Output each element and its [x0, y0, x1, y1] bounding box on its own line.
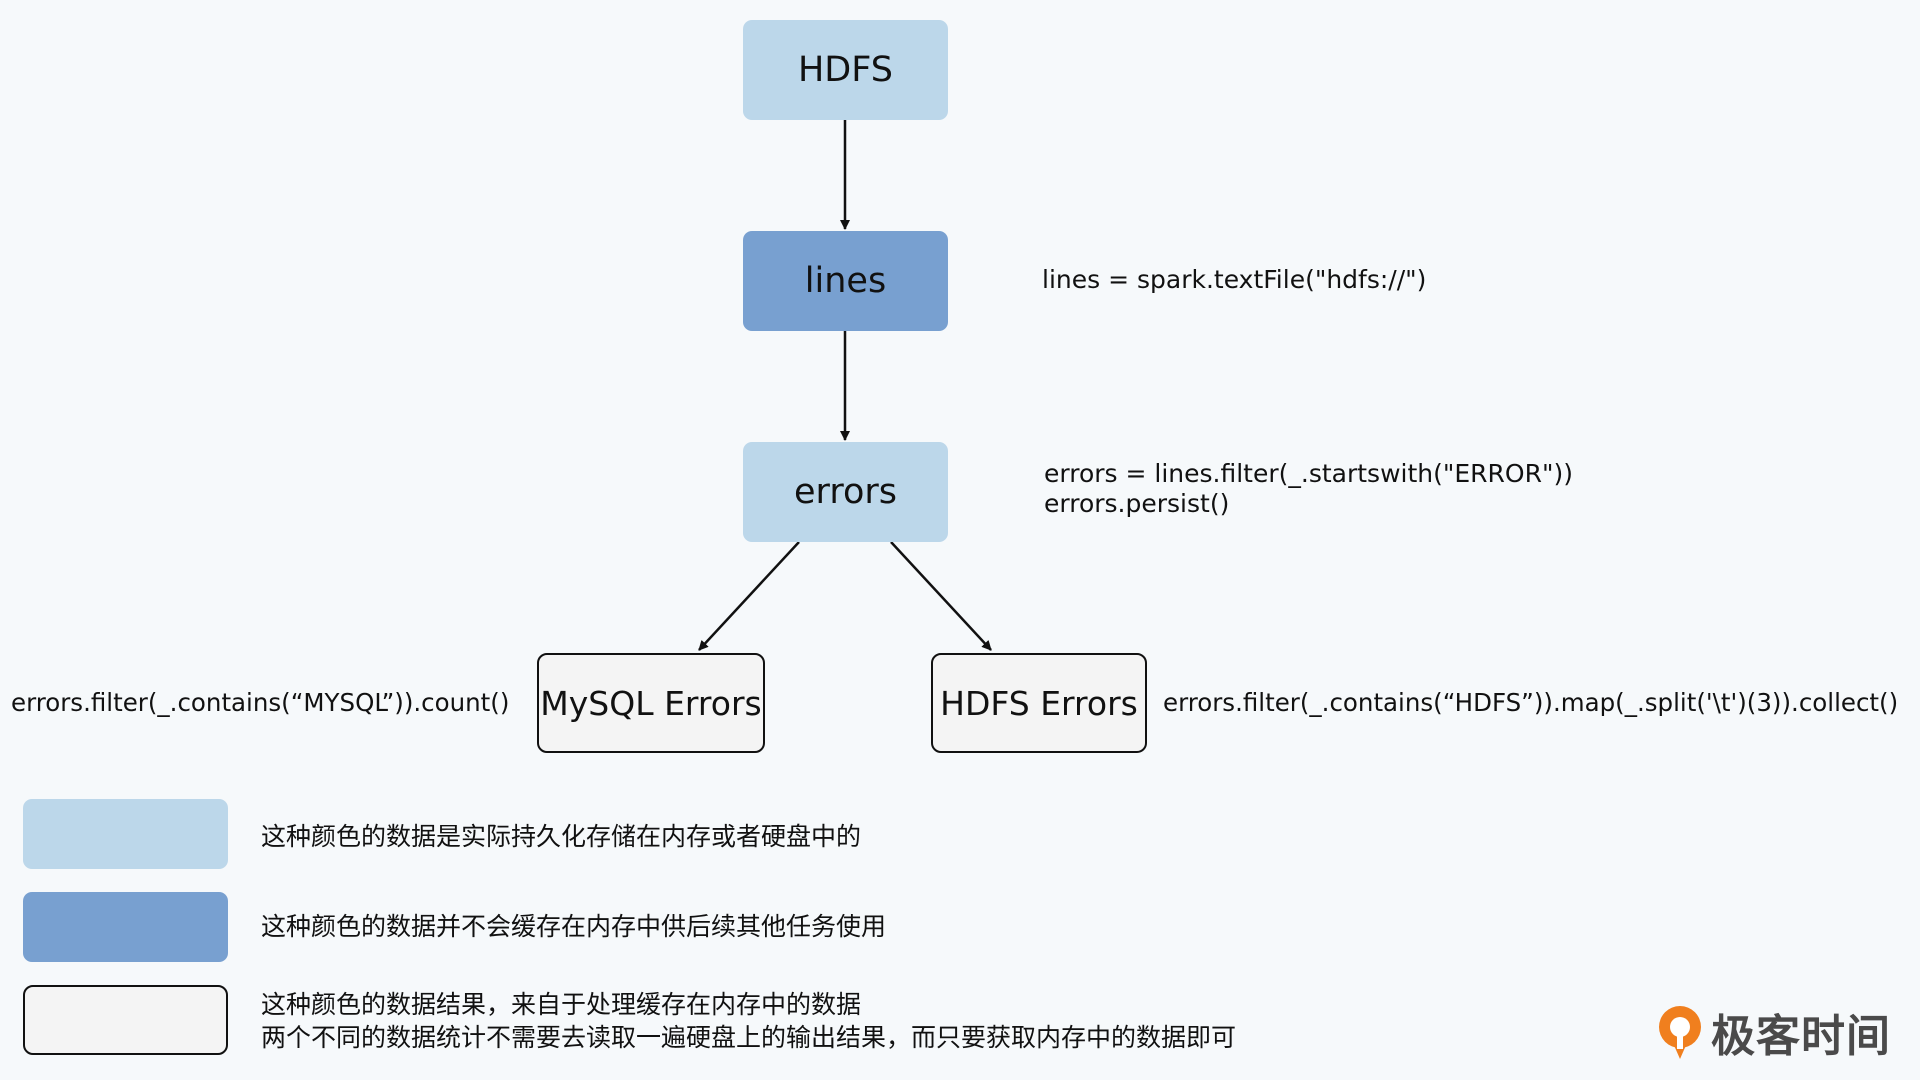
- node-errors: errors: [743, 442, 948, 542]
- arrow-errors-to-hdfs-errors: [890, 541, 992, 651]
- geekbang-logo-text: 极客时间: [1711, 1011, 1891, 1062]
- arrow-errors-to-mysql: [698, 541, 800, 651]
- code-errors-persist: errors.persist(): [1044, 489, 1230, 518]
- node-mysql-errors: MySQL Errors: [537, 653, 765, 753]
- code-mysql-count: errors.filter(_.contains(“MYSQL”)).count…: [11, 688, 510, 717]
- legend-swatch-not-cached: [23, 892, 228, 962]
- geekbang-logo-icon: [1659, 1006, 1701, 1059]
- node-hdfs: HDFS: [743, 20, 948, 120]
- code-errors-filter: errors = lines.filter(_.startswith("ERRO…: [1044, 459, 1573, 488]
- code-lines: lines = spark.textFile("hdfs://"): [1042, 265, 1427, 294]
- legend-text-not-cached: 这种颜色的数据并不会缓存在内存中供后续其他任务使用: [261, 912, 887, 941]
- node-hdfs-errors: HDFS Errors: [931, 653, 1147, 753]
- legend-text-persisted: 这种颜色的数据是实际持久化存储在内存或者硬盘中的: [261, 822, 862, 851]
- legend-text-result-line1: 这种颜色的数据结果，来自于处理缓存在内存中的数据: [261, 990, 862, 1019]
- code-hdfs-collect: errors.filter(_.contains(“HDFS”)).map(_.…: [1163, 688, 1899, 717]
- node-lines: lines: [743, 231, 948, 331]
- legend-swatch-result: [23, 985, 228, 1055]
- legend-swatch-persisted: [23, 799, 228, 869]
- legend-text-result-line2: 两个不同的数据统计不需要去读取一遍硬盘上的输出结果，而只要获取内存中的数据即可: [261, 1023, 1237, 1052]
- geekbang-logo: 极客时间: [1655, 1000, 1891, 1064]
